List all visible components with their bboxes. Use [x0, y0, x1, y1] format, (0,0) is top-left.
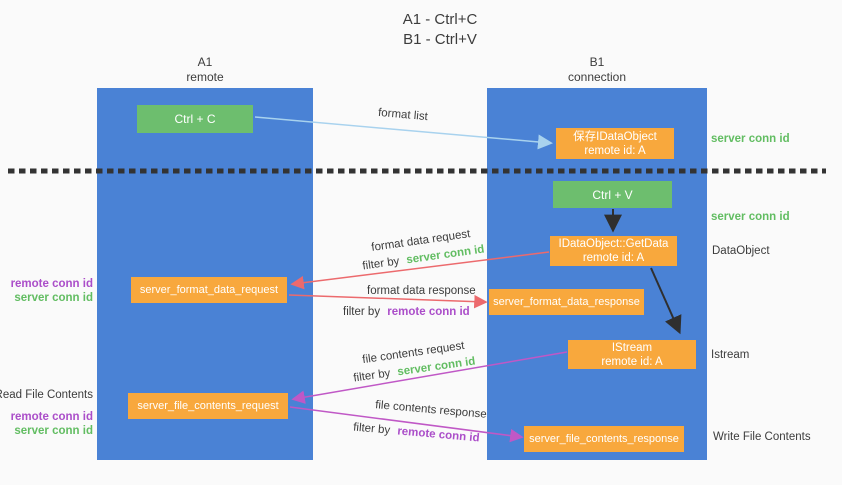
server-file-contents-response-label: server_file_contents_response	[529, 433, 679, 445]
server-file-contents-request-label: server_file_contents_request	[137, 400, 279, 412]
istream-side-label: Istream	[711, 349, 750, 361]
format-data-response-label: format data response	[367, 285, 476, 297]
dataobject-label: DataObject	[712, 245, 770, 257]
ctrl-c-label: Ctrl + C	[174, 112, 216, 126]
lane-a1-subtitle: remote	[186, 70, 224, 84]
ctrl-v-label: Ctrl + V	[592, 187, 633, 202]
getdata-line1: IDataObject::GetData	[558, 238, 669, 250]
save-dataobject-line2: remote id: A	[584, 144, 646, 157]
lane-b1-name: B1	[589, 55, 605, 69]
left-remote-conn-id-label-2: remote conn id	[10, 411, 93, 423]
right-server-conn-id-label-2: server conn id	[711, 211, 790, 223]
left-remote-conn-id-label-1: remote conn id	[10, 278, 93, 290]
diagram-title: A1 - Ctrl+C B1 - Ctrl+V	[340, 10, 540, 50]
getdata-box: IDataObject::GetData remote id: A	[550, 236, 677, 266]
istream-line2: remote id: A	[601, 355, 663, 368]
istream-line1: IStream	[611, 341, 653, 354]
server-format-data-response-label: server_format_data_response	[493, 296, 640, 308]
server-file-contents-response-box: server_file_contents_response	[524, 426, 684, 452]
save-dataobject-box: 保存IDataObject remote id: A	[556, 128, 674, 159]
arrow-file-contents-request	[291, 351, 568, 404]
remote-conn-id-text: remote conn id	[387, 306, 470, 318]
read-file-contents-label: Read File Contents	[0, 389, 93, 401]
write-file-contents-label: Write File Contents	[713, 431, 811, 443]
ctrl-c-box: Ctrl + C	[137, 105, 253, 133]
lane-b1-subtitle: connection	[567, 70, 627, 84]
arrow-file-contents-response	[289, 406, 524, 443]
left-server-conn-id-label-1: server conn id	[14, 292, 93, 304]
filter-by-text: filter by	[343, 306, 381, 318]
arrow-format-data-request	[290, 251, 550, 290]
filter-by-remote-conn-id-label-1: filter by remote conn id	[343, 306, 470, 318]
server-format-data-response-box: server_format_data_response	[489, 289, 644, 315]
title-line-1: A1 - Ctrl+C	[402, 11, 478, 28]
save-dataobject-line1: 保存IDataObject	[573, 130, 657, 143]
server-format-data-request-box: server_format_data_request	[131, 277, 287, 303]
lane-header-b1: B1 connection	[527, 55, 667, 85]
lane-header-a1: A1 remote	[135, 55, 275, 85]
server-format-data-request-label: server_format_data_request	[139, 284, 279, 296]
left-server-conn-id-label-2: server conn id	[14, 425, 93, 437]
arrow-format-data-response	[288, 294, 488, 309]
lane-a1-name: A1	[197, 55, 213, 69]
ctrl-v-box: Ctrl + V	[553, 181, 672, 208]
getdata-line2: remote id: A	[582, 252, 645, 264]
right-server-conn-id-label-1: server conn id	[711, 133, 790, 145]
server-file-contents-request-box: server_file_contents_request	[128, 393, 288, 419]
arrow-getdata-to-istream	[650, 267, 682, 335]
istream-box: IStream remote id: A	[568, 340, 696, 369]
format-data-response-text: format data response	[367, 285, 476, 297]
title-line-2: B1 - Ctrl+V	[403, 31, 477, 48]
arrow-format-list	[254, 116, 553, 150]
